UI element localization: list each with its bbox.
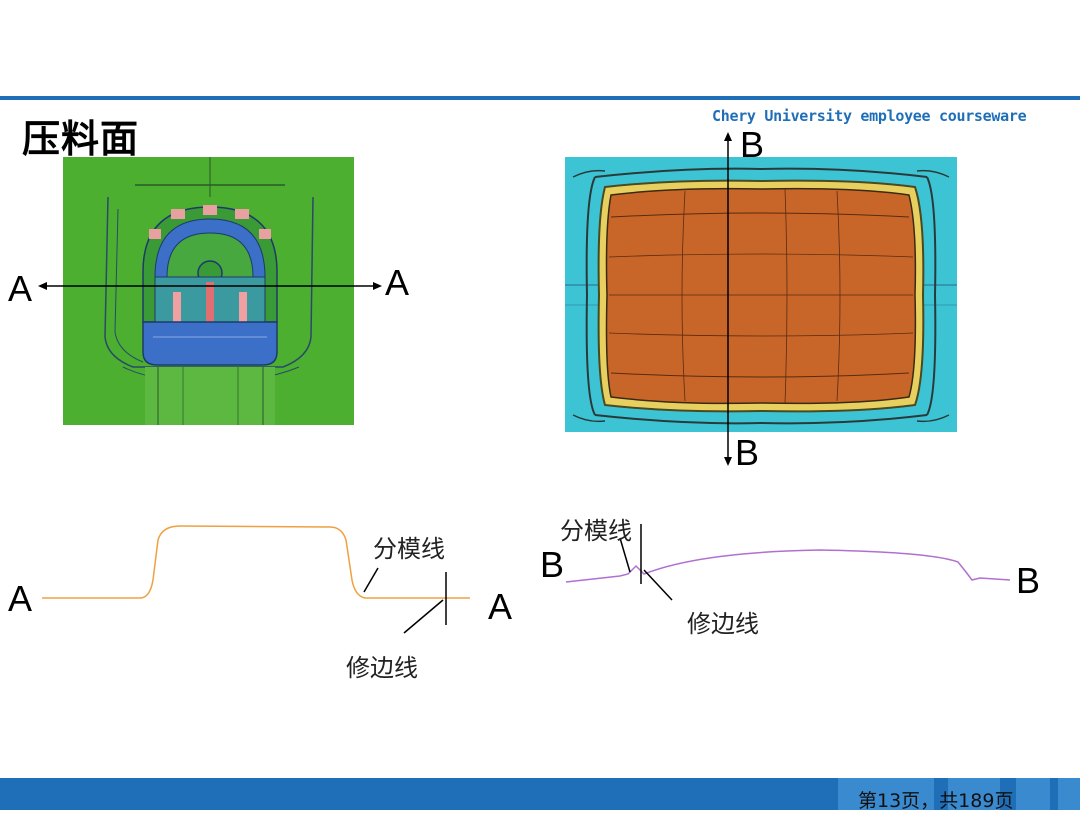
profile-b-trim-line-label: 修边线 — [687, 610, 759, 638]
footer-nav-box[interactable] — [1058, 778, 1080, 810]
profile-a-parting-line-label: 分模线 — [373, 535, 445, 563]
profile-a-curve — [0, 500, 520, 640]
label-b-bottom: B — [735, 432, 760, 473]
page-title: 压料面 — [22, 117, 140, 161]
label-b-top: B — [740, 124, 765, 165]
label-a-left: A — [8, 268, 33, 309]
section-axis-a — [38, 278, 382, 294]
watermark-text: Chery University employee courseware — [712, 107, 1027, 125]
profile-b-label-right: B — [1016, 560, 1041, 601]
cad-image-right — [565, 157, 957, 432]
profile-a-label-left: A — [8, 578, 33, 619]
label-a-right: A — [385, 262, 410, 303]
profile-b-curve — [560, 500, 1020, 610]
top-rule — [0, 96, 1080, 100]
page-number: 第13页，共189页 — [858, 790, 1014, 812]
cad-image-left — [63, 157, 354, 425]
profile-a-trim-line-label: 修边线 — [346, 654, 418, 682]
footer-nav-box[interactable] — [1016, 778, 1050, 810]
profile-b-label-left: B — [540, 544, 565, 585]
footer-nav-box[interactable] — [838, 778, 934, 810]
profile-b-parting-line-label: 分模线 — [560, 517, 632, 545]
profile-a-label-right: A — [488, 586, 513, 627]
section-axis-b — [720, 132, 736, 466]
footer-nav-box[interactable] — [948, 778, 1000, 810]
